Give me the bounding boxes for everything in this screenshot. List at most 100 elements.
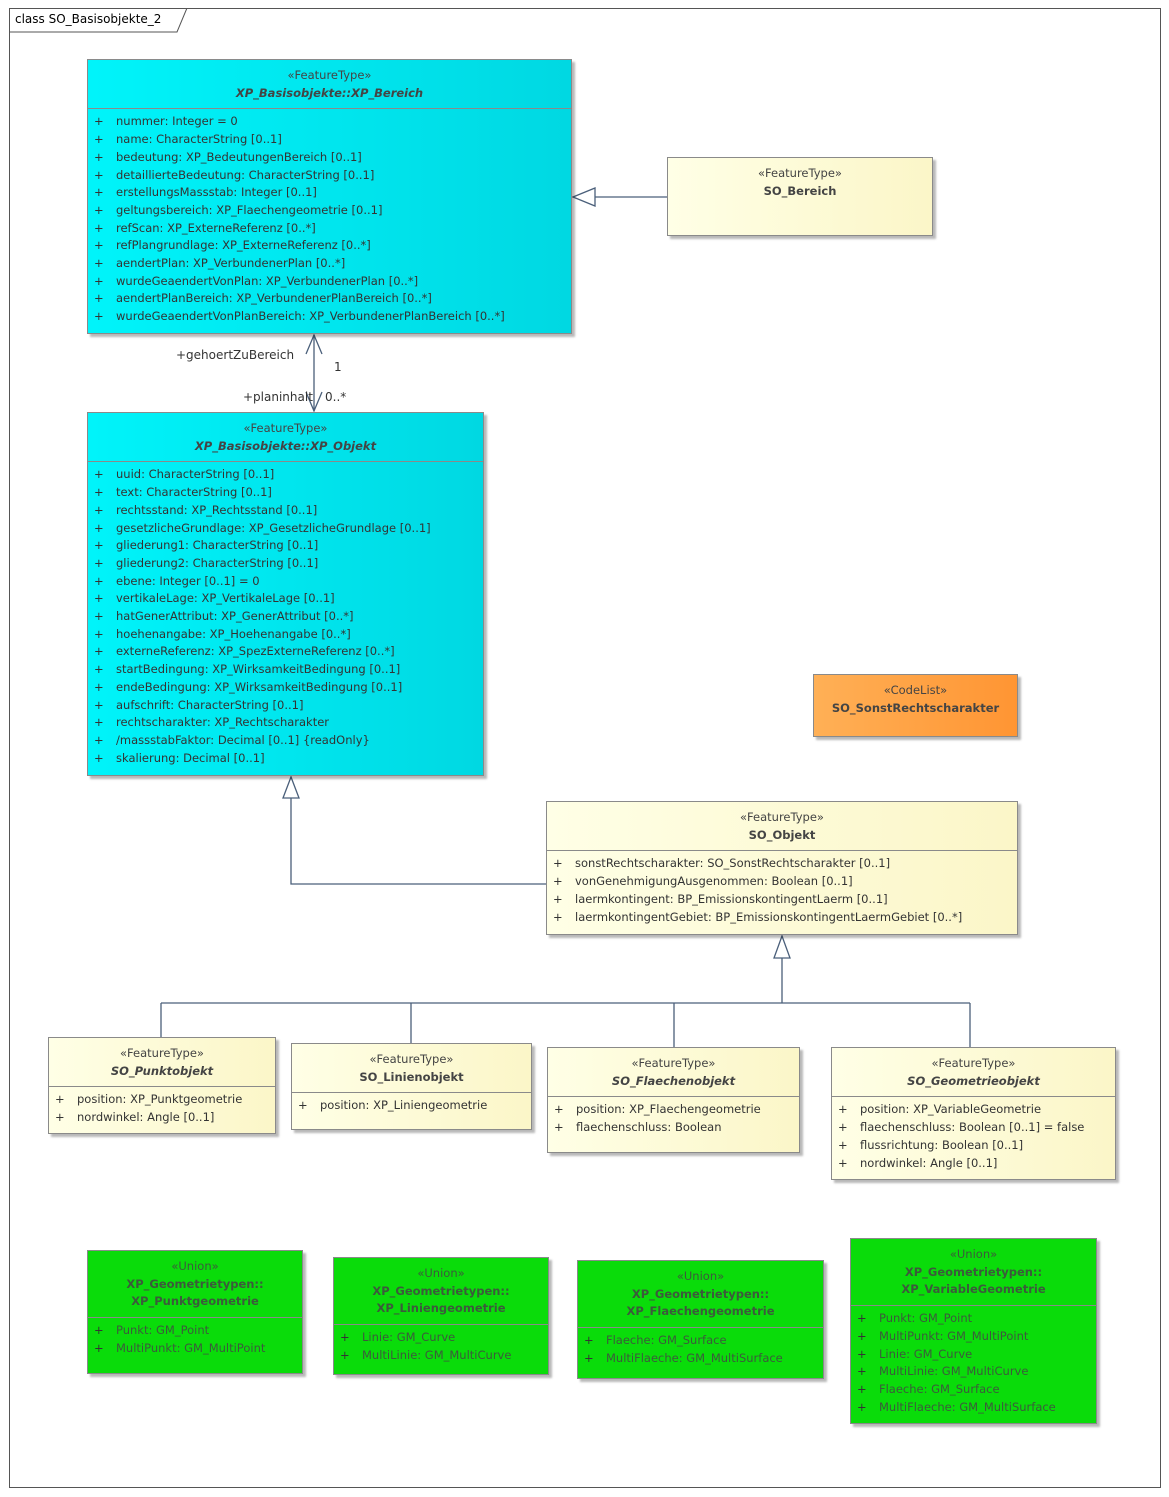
attribute-row: +rechtsstand: XP_Rechtsstand [0..1]: [94, 502, 318, 517]
attribute-row: +Flaeche: GM_Surface: [857, 1381, 1000, 1396]
attribute-row: +gesetzlicheGrundlage: XP_GesetzlicheGru…: [94, 520, 431, 535]
attribute-row: +wurdeGeaendertVonPlan: XP_VerbundenerPl…: [94, 273, 419, 288]
class-name: XP_Flaechengeometrie: [626, 1304, 775, 1319]
attribute-list: +Punkt: GM_Point +MultiPunkt: GM_MultiPo…: [851, 1306, 1096, 1422]
class-xp-punktgeometrie[interactable]: «Union» XP_Geometrietypen:: XP_Punktgeom…: [87, 1250, 303, 1374]
stereotype-label: «FeatureType»: [120, 1046, 204, 1060]
attribute-row: +MultiFlaeche: GM_MultiSurface: [584, 1350, 783, 1365]
class-so-linienobjekt[interactable]: «FeatureType» SO_Linienobjekt +position:…: [291, 1043, 532, 1130]
attribute-row: +gliederung1: CharacterString [0..1]: [94, 538, 319, 553]
attribute-row: +laermkontingent: BP_Emissionskontingent…: [553, 891, 888, 906]
generalization-arrowhead: [282, 775, 300, 799]
attribute-row: +refScan: XP_ExterneReferenz [0..*]: [94, 220, 316, 235]
stereotype-label: «Union»: [171, 1259, 219, 1273]
class-header: «FeatureType» SO_Flaechenobjekt: [548, 1048, 799, 1098]
attribute-row: +aufschrift: CharacterString [0..1]: [94, 697, 304, 712]
class-header: «FeatureType» SO_Geometrieobjekt: [832, 1048, 1115, 1098]
attribute-row: +sonstRechtscharakter: SO_SonstRechtscha…: [553, 856, 891, 871]
attribute-row: +rechtscharakter: XP_Rechtscharakter: [94, 715, 330, 730]
class-so-flaechenobjekt[interactable]: «FeatureType» SO_Flaechenobjekt +positio…: [547, 1047, 800, 1153]
attribute-row: +position: XP_VariableGeometrie: [838, 1102, 1042, 1117]
attribute-list: +Linie: GM_Curve +MultiLinie: GM_MultiCu…: [334, 1325, 548, 1370]
attribute-row: +name: CharacterString [0..1]: [94, 132, 282, 147]
class-name: SO_Flaechenobjekt: [611, 1073, 736, 1088]
class-xp-bereich[interactable]: «FeatureType» XP_Basisobjekte::XP_Bereic…: [87, 59, 572, 334]
class-name-package: XP_Geometrietypen::: [904, 1264, 1043, 1279]
attribute-row: +Linie: GM_Curve: [340, 1330, 456, 1345]
attribute-row: +hoehenangabe: XP_Hoehenangabe [0..*]: [94, 626, 351, 641]
attribute-list: +position: XP_VariableGeometrie +flaeche…: [832, 1097, 1115, 1178]
attribute-list: +Punkt: GM_Point +MultiPunkt: GM_MultiPo…: [88, 1318, 302, 1363]
attribute-row: +Flaeche: GM_Surface: [584, 1333, 727, 1348]
association-arrow-top: [305, 333, 323, 355]
attribute-row: +hatGenerAttribut: XP_GenerAttribut [0..…: [94, 609, 354, 624]
attribute-row: +MultiPunkt: GM_MultiPoint: [94, 1340, 266, 1355]
class-name: SO_SonstRechtscharakter: [831, 700, 1000, 715]
class-header: «FeatureType» XP_Basisobjekte::XP_Bereic…: [88, 60, 571, 110]
attribute-list: +position: XP_Liniengeometrie: [292, 1093, 531, 1121]
attribute-row: +MultiPunkt: GM_MultiPoint: [857, 1328, 1029, 1343]
class-header: «FeatureType» SO_Objekt: [547, 802, 1017, 852]
attribute-row: +position: XP_Liniengeometrie: [298, 1098, 488, 1113]
attribute-row: +endeBedingung: XP_WirksamkeitBedingung …: [94, 679, 403, 694]
attribute-row: +position: XP_Flaechengeometrie: [554, 1102, 761, 1117]
class-xp-liniengeometrie[interactable]: «Union» XP_Geometrietypen:: XP_Liniengeo…: [333, 1257, 549, 1375]
class-header: «Union» XP_Geometrietypen:: XP_Flaecheng…: [578, 1261, 823, 1329]
attribute-row: +Punkt: GM_Point: [94, 1323, 210, 1338]
attribute-row: +erstellungsMassstab: Integer [0..1]: [94, 185, 317, 200]
class-name: SO_Bereich: [763, 183, 837, 198]
attribute-row: +gliederung2: CharacterString [0..1]: [94, 555, 319, 570]
class-name: SO_Geometrieobjekt: [907, 1073, 1040, 1088]
attribute-list: +position: XP_Punktgeometrie +nordwinkel…: [49, 1087, 275, 1132]
class-name: XP_Punktgeometrie: [131, 1294, 259, 1309]
class-so-punktobjekt[interactable]: «FeatureType» SO_Punktobjekt +position: …: [48, 1037, 276, 1134]
attribute-row: +wurdeGeaendertVonPlanBereich: XP_Verbun…: [94, 309, 505, 324]
stereotype-label: «FeatureType»: [243, 421, 328, 435]
class-xp-variablegeometrie[interactable]: «Union» XP_Geometrietypen:: XP_VariableG…: [850, 1238, 1097, 1424]
attribute-row: +nummer: Integer = 0: [94, 114, 238, 129]
attribute-list: +sonstRechtscharakter: SO_SonstRechtscha…: [547, 851, 1017, 932]
attribute-row: +uuid: CharacterString [0..1]: [94, 467, 275, 482]
stereotype-label: «Union»: [417, 1266, 465, 1280]
class-name: SO_Linienobjekt: [359, 1069, 464, 1084]
attribute-row: +MultiLinie: GM_MultiCurve: [340, 1347, 512, 1362]
class-xp-flaechengeometrie[interactable]: «Union» XP_Geometrietypen:: XP_Flaecheng…: [577, 1260, 824, 1379]
class-name: SO_Punktobjekt: [110, 1063, 214, 1078]
class-header: «Union» XP_Geometrietypen:: XP_Punktgeom…: [88, 1251, 302, 1319]
generalization-arrowhead: [571, 187, 596, 207]
multiplicity-bereich: 1: [334, 360, 342, 374]
attribute-row: +MultiFlaeche: GM_MultiSurface: [857, 1399, 1056, 1414]
attribute-row: +flaechenschluss: Boolean [0..1] = false: [838, 1120, 1085, 1135]
class-so-bereich[interactable]: «FeatureType» SO_Bereich: [667, 157, 933, 236]
generalization-so-objekt: [290, 798, 546, 885]
attribute-row: +aendertPlanBereich: XP_VerbundenerPlanB…: [94, 291, 432, 306]
class-so-sonstrechtscharakter[interactable]: «CodeList» SO_SonstRechtscharakter: [813, 674, 1018, 737]
stereotype-label: «FeatureType»: [369, 1052, 454, 1066]
attribute-list: +position: XP_Flaechengeometrie +flaeche…: [548, 1097, 799, 1142]
attribute-list: +uuid: CharacterString [0..1] +text: Cha…: [88, 462, 483, 773]
class-header: «FeatureType» SO_Punktobjekt: [49, 1038, 275, 1088]
class-name-package: XP_Geometrietypen::: [372, 1283, 510, 1298]
attribute-row: +refPlangrundlage: XP_ExterneReferenz [0…: [94, 238, 371, 253]
role-gehoertzubereich: +gehoertZuBereich: [176, 348, 295, 362]
class-name: SO_Objekt: [748, 827, 816, 842]
attribute-row: +vertikaleLage: XP_VertikaleLage [0..1]: [94, 591, 335, 606]
attribute-row: +skalierung: Decimal [0..1]: [94, 750, 265, 765]
stereotype-label: «FeatureType»: [931, 1056, 1016, 1070]
stereotype-label: «CodeList»: [883, 683, 948, 697]
class-name-package: XP_Geometrietypen::: [126, 1276, 264, 1291]
stereotype-label: «Union»: [676, 1269, 725, 1283]
attribute-row: +text: CharacterString [0..1]: [94, 485, 272, 500]
association-arrow-bottom: [305, 391, 323, 413]
multiplicity-planinhalt: 0..*: [325, 390, 347, 404]
class-so-geometrieobjekt[interactable]: «FeatureType» SO_Geometrieobjekt +positi…: [831, 1047, 1116, 1180]
attribute-row: +aendertPlan: XP_VerbundenerPlan [0..*]: [94, 256, 346, 271]
attribute-row: +position: XP_Punktgeometrie: [55, 1092, 243, 1107]
attribute-row: +bedeutung: XP_BedeutungenBereich [0..1]: [94, 149, 362, 164]
class-so-objekt[interactable]: «FeatureType» SO_Objekt +sonstRechtschar…: [546, 801, 1018, 935]
attribute-row: +nordwinkel: Angle [0..1]: [838, 1155, 998, 1170]
class-xp-objekt[interactable]: «FeatureType» XP_Basisobjekte::XP_Objekt…: [87, 412, 484, 776]
diagram-frame: [9, 8, 1161, 1488]
attribute-row: +detaillierteBedeutung: CharacterString …: [94, 167, 375, 182]
